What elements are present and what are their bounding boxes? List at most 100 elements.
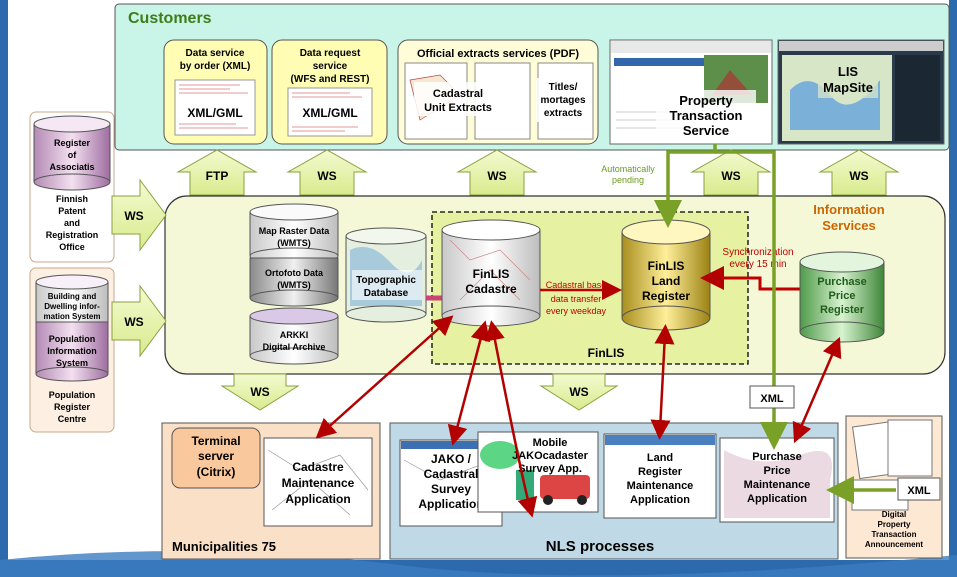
olive-flow-lines bbox=[654, 144, 896, 504]
finnish-patent-5: Office bbox=[59, 242, 85, 252]
digital-announcement-3: Transaction bbox=[872, 530, 917, 539]
customers-title: Customers bbox=[128, 10, 212, 27]
population-register-1: Population bbox=[49, 390, 96, 400]
purchase-maint-3: Maintenance bbox=[744, 479, 811, 491]
automatically-pending-1: Automatically bbox=[601, 164, 655, 174]
form-document-icon-2 bbox=[887, 419, 933, 477]
upward-arrows bbox=[176, 149, 900, 196]
lis-mapsite-label-1: LIS bbox=[838, 64, 859, 79]
ws-arrow-mapsite bbox=[818, 149, 900, 196]
land-register-maintenance-screenshot[interactable] bbox=[603, 433, 717, 519]
purchase-maint-1: Purchase bbox=[752, 451, 802, 463]
land-register-label-3: Register bbox=[642, 289, 690, 303]
cadastre-jako-link bbox=[447, 320, 491, 446]
building-dwelling-2: Dwelling infor- bbox=[44, 302, 100, 311]
terminal-server-3: (Citrix) bbox=[197, 465, 236, 479]
terminal-server-1: Terminal bbox=[191, 434, 240, 448]
population-information-3: System bbox=[56, 358, 88, 368]
land-register-maint-2: Register bbox=[638, 466, 683, 478]
cadastre-maintenance-3: Application bbox=[285, 492, 350, 506]
ortofoto-label-2: (WMTS) bbox=[277, 280, 311, 290]
arkki-label-2: Digital Archive bbox=[263, 342, 326, 352]
land-register-label-1: FinLIS bbox=[648, 259, 685, 273]
mobile-label-1: Mobile bbox=[533, 437, 568, 449]
ftp-label: FTP bbox=[206, 169, 229, 183]
building-dwelling-cylinder[interactable] bbox=[35, 274, 109, 323]
building-dwelling-3: mation System bbox=[44, 312, 101, 321]
ortofoto-cylinder[interactable] bbox=[249, 257, 339, 307]
jako-label-3: Survey bbox=[431, 482, 471, 496]
synchronization-label-2: every 15 min bbox=[729, 259, 786, 270]
synchronization-arrow bbox=[700, 266, 800, 291]
finnish-patent-card bbox=[29, 111, 115, 263]
finlis-cadastre-cylinder[interactable] bbox=[441, 219, 541, 327]
titles-extracts-label-1: Titles/ bbox=[549, 82, 578, 93]
terminal-server-2: server bbox=[198, 449, 234, 463]
cadastre-maintenance-1: Cadastre bbox=[292, 460, 344, 474]
car-icon bbox=[540, 475, 590, 499]
population-ws-arrow bbox=[111, 284, 167, 358]
left-ws-label-1: WS bbox=[124, 209, 143, 223]
mobile-label-2: JAKOcadaster bbox=[512, 450, 589, 462]
xml-text-lines-icon bbox=[179, 84, 248, 129]
population-register-2: Register bbox=[54, 402, 91, 412]
titles-extracts-label-2: mortages bbox=[540, 95, 585, 106]
downward-arrows bbox=[220, 373, 619, 411]
land-register-maint-4: Application bbox=[630, 494, 690, 506]
purchase-maint-4: Application bbox=[747, 493, 807, 505]
ws-label-1: WS bbox=[317, 169, 336, 183]
finlis-cadastre-label-1: FinLIS bbox=[473, 267, 510, 281]
digital-announcement-2: Property bbox=[878, 520, 911, 529]
patent-ws-arrow bbox=[111, 178, 167, 252]
topographic-label-2: Database bbox=[364, 288, 409, 299]
population-information-cylinder[interactable] bbox=[35, 321, 109, 382]
ftp-arrow bbox=[176, 149, 258, 196]
cadastre-maintenance-screenshot[interactable] bbox=[263, 437, 373, 527]
land-register-maint-3: Maintenance bbox=[627, 480, 694, 492]
cadastral-extracts-label-1: Cadastral bbox=[433, 88, 483, 100]
municipalities-title: Municipalities 75 bbox=[172, 539, 276, 554]
finnish-patent-1: Finnish bbox=[56, 194, 88, 204]
population-information-2: Information bbox=[47, 346, 97, 356]
automatically-pending-2: pending bbox=[612, 175, 644, 185]
register-associations-cylinder[interactable] bbox=[33, 115, 111, 191]
jako-label-4: Application bbox=[418, 497, 483, 511]
jako-label-2: Cadastral bbox=[424, 467, 479, 481]
wfs-document-thumbnail bbox=[287, 87, 373, 137]
official-extracts-title: Official extracts services (PDF) bbox=[417, 48, 579, 60]
xml-badge-center-label: XML bbox=[760, 393, 784, 405]
data-service-format: XML/GML bbox=[187, 106, 242, 120]
municipal-ws-arrow bbox=[220, 373, 300, 411]
red-bidirectional-arrows bbox=[315, 315, 842, 518]
data-request-format: XML/GML bbox=[302, 106, 357, 120]
finnish-patent-2: Patent bbox=[58, 206, 86, 216]
population-register-3: Centre bbox=[58, 414, 87, 424]
map-raster-label-2: (WMTS) bbox=[277, 238, 311, 248]
arkki-label-1: ARKKI bbox=[280, 330, 309, 340]
purchase-price-label-2: Price bbox=[829, 290, 856, 302]
register-associations-3: Associatis bbox=[49, 162, 94, 172]
information-services-title-2: Services bbox=[822, 218, 876, 233]
land-register-maint-1: Land bbox=[647, 452, 673, 464]
purchase-price-label-3: Register bbox=[820, 304, 865, 316]
data-request-label-1: Data request bbox=[300, 48, 361, 59]
cadastral-transfer-label-3: every weekday bbox=[546, 306, 607, 316]
titles-extracts-label-3: extracts bbox=[544, 108, 583, 119]
land-register-maintenance-link bbox=[650, 324, 675, 440]
nls-ws-arrow bbox=[539, 373, 619, 411]
ws-label-2: WS bbox=[487, 169, 506, 183]
register-associations-1: Register bbox=[54, 138, 91, 148]
land-register-label-2: Land bbox=[652, 274, 681, 288]
finlis-label: FinLIS bbox=[588, 346, 625, 360]
cadastral-extracts-label-2: Unit Extracts bbox=[424, 102, 492, 114]
topographic-label-1: Topographic bbox=[356, 275, 416, 286]
terminal-server-box[interactable] bbox=[171, 427, 261, 489]
ortofoto-label-1: Ortofoto Data bbox=[265, 268, 324, 278]
cadastral-transfer-label-2: data transfer bbox=[551, 294, 602, 304]
mobile-label-3: Survey App. bbox=[518, 463, 582, 475]
information-services-title-1: Information bbox=[813, 202, 885, 217]
down-ws-label-2: WS bbox=[569, 385, 588, 399]
xml-badge-right-label: XML bbox=[907, 485, 931, 497]
ws-arrow-data-request bbox=[286, 149, 368, 196]
